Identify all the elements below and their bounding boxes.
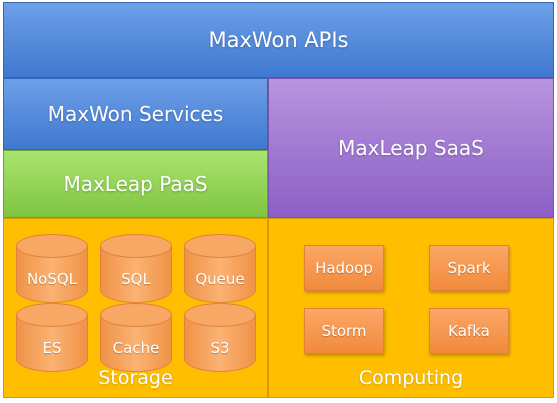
sql-label: SQL <box>121 270 151 288</box>
es-label: ES <box>42 339 62 357</box>
queue-cylinder: Queue <box>184 234 256 303</box>
s3-label: S3 <box>210 339 230 357</box>
spark-label: Spark <box>447 259 491 277</box>
s3-cylinder: S3 <box>184 303 256 372</box>
cache-cylinder: Cache <box>100 303 172 372</box>
computing-panel: Hadoop Spark Storm Kafka Computing <box>268 218 554 398</box>
kafka-box: Kafka <box>429 308 509 354</box>
hadoop-label: Hadoop <box>315 259 373 277</box>
storm-box: Storm <box>304 308 384 354</box>
maxwon-services-label: MaxWon Services <box>47 102 224 126</box>
es-cylinder: ES <box>16 303 88 372</box>
queue-label: Queue <box>195 270 245 288</box>
storage-label: Storage <box>98 367 173 389</box>
kafka-label: Kafka <box>448 322 490 340</box>
maxwon-services-layer: MaxWon Services <box>3 78 268 150</box>
storage-panel: NoSQL SQL Queue ES Cache S3 Storage <box>3 218 268 398</box>
spark-box: Spark <box>429 245 509 291</box>
maxwon-apis-layer: MaxWon APIs <box>3 2 554 78</box>
computing-label: Computing <box>358 367 464 389</box>
maxleap-saas-layer: MaxLeap SaaS <box>268 78 554 218</box>
storm-label: Storm <box>321 322 367 340</box>
cache-label: Cache <box>112 339 160 357</box>
nosql-label: NoSQL <box>26 270 78 288</box>
maxleap-saas-label: MaxLeap SaaS <box>338 136 484 160</box>
maxleap-paas-label: MaxLeap PaaS <box>63 172 208 196</box>
sql-cylinder: SQL <box>100 234 172 303</box>
maxleap-paas-layer: MaxLeap PaaS <box>3 150 268 218</box>
hadoop-box: Hadoop <box>304 245 384 291</box>
maxwon-apis-label: MaxWon APIs <box>208 28 349 52</box>
nosql-cylinder: NoSQL <box>16 234 88 303</box>
